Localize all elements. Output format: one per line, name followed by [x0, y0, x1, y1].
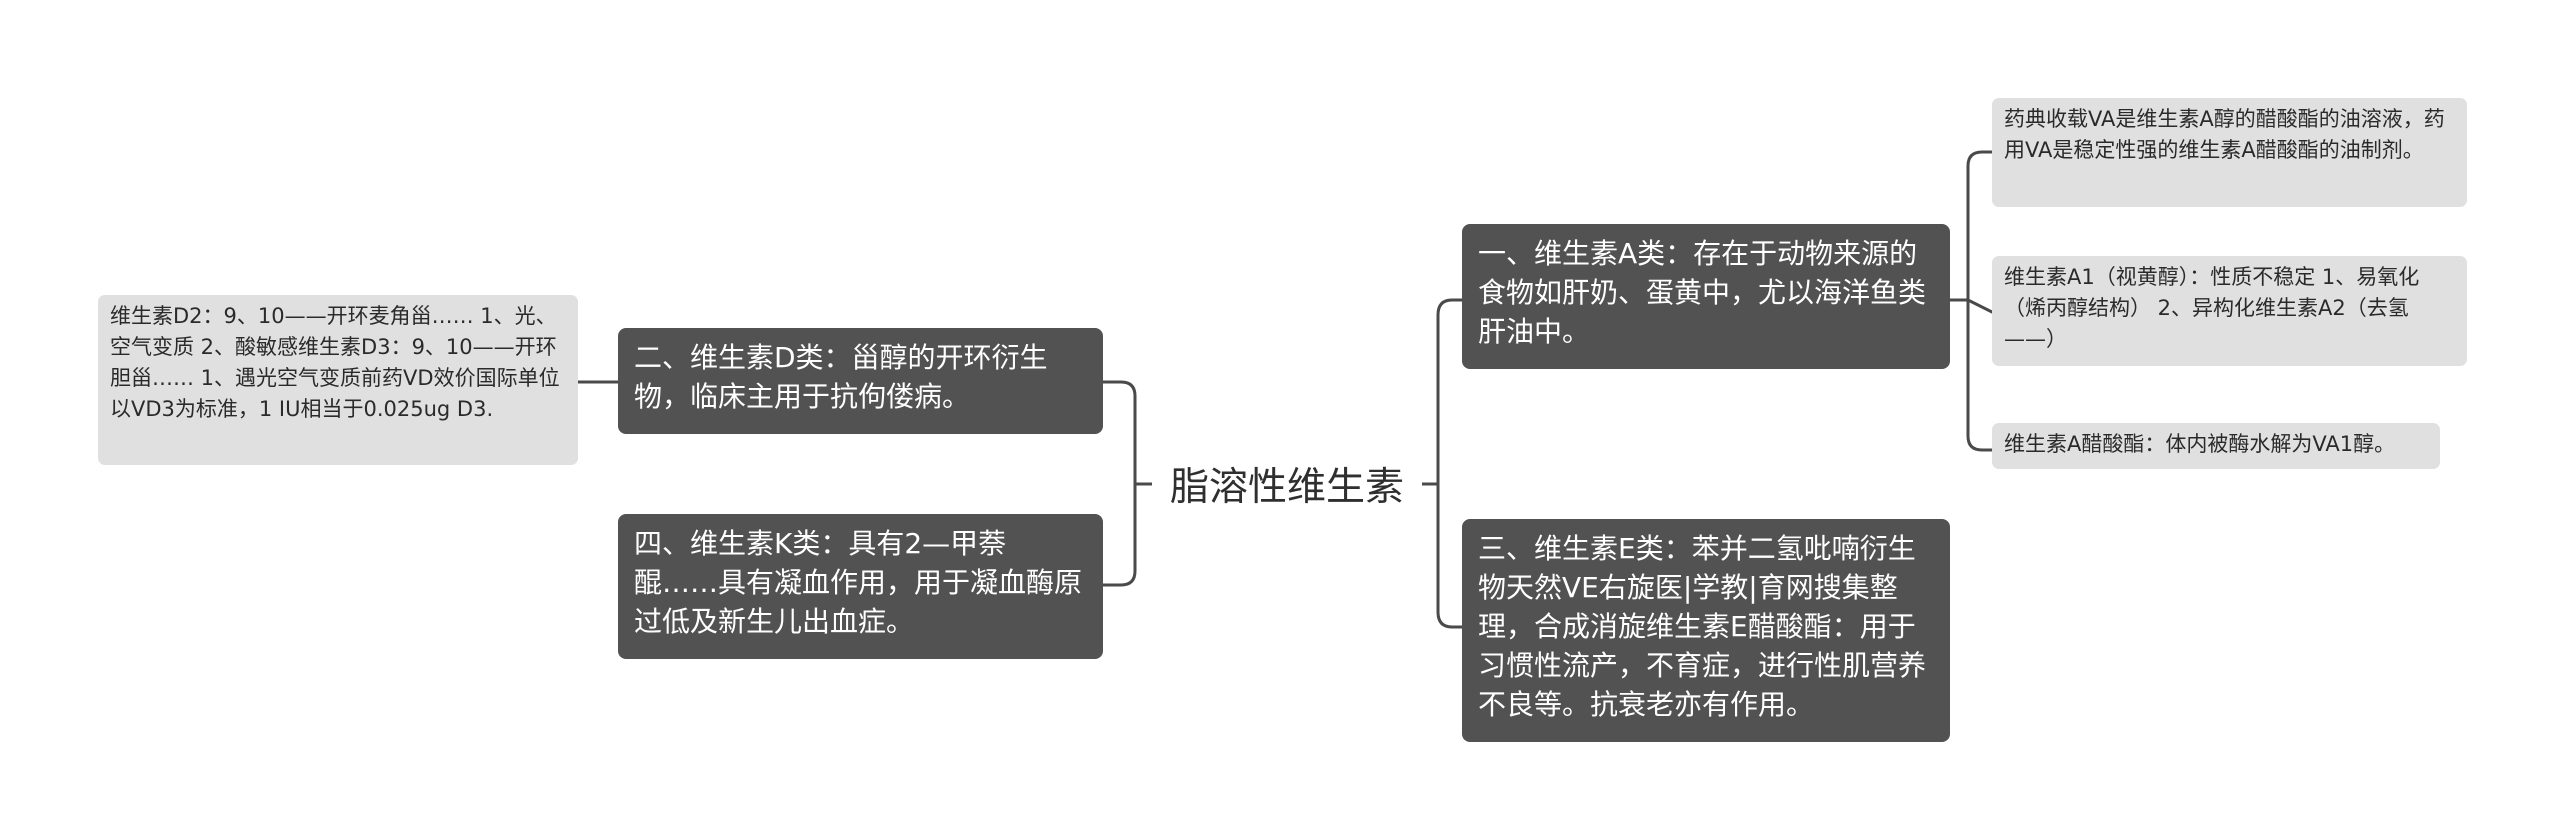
leaf-vitamin-a1[interactable]: 维生素A1（视黄醇）：性质不稳定 1、易氧化（烯丙醇结构） 2、异构化维生素A2… [1992, 256, 2467, 366]
connector-a-fork [1966, 150, 1994, 452]
connector-right-fork [1436, 298, 1464, 629]
leaf-vitamin-a-acetate[interactable]: 维生素A醋酸酯：体内被酶水解为VA1醇。 [1992, 423, 2440, 469]
root-topic[interactable]: 脂溶性维生素 [1152, 448, 1422, 520]
branch-vitamin-e[interactable]: 三、维生素E类：苯并二氢吡喃衍生物天然VE右旋医|学教|育网搜集整理，合成消旋维… [1462, 519, 1950, 742]
leaf-vitamin-d2-d3[interactable]: 维生素D2：9、10——开环麦角甾…… 1、光、空气变质 2、酸敏感维生素D3：… [98, 295, 578, 465]
branch-vitamin-d[interactable]: 二、维生素D类：甾醇的开环衍生物，临床主用于抗佝偻病。 [618, 328, 1103, 434]
branch-vitamin-a[interactable]: 一、维生素A类：存在于动物来源的食物如肝奶、蛋黄中，尤以海洋鱼类肝油中。 [1462, 224, 1950, 369]
connector-left-fork [1101, 380, 1137, 587]
branch-vitamin-k[interactable]: 四、维生素K类：具有2—甲萘醌……具有凝血作用，用于凝血酶原过低及新生儿出血症。 [618, 514, 1103, 659]
leaf-vitamin-a-pharmacopeia[interactable]: 药典收载VA是维生素A醇的醋酸酯的油溶液，药用VA是稳定性强的维生素A醋酸酯的油… [1992, 98, 2467, 207]
